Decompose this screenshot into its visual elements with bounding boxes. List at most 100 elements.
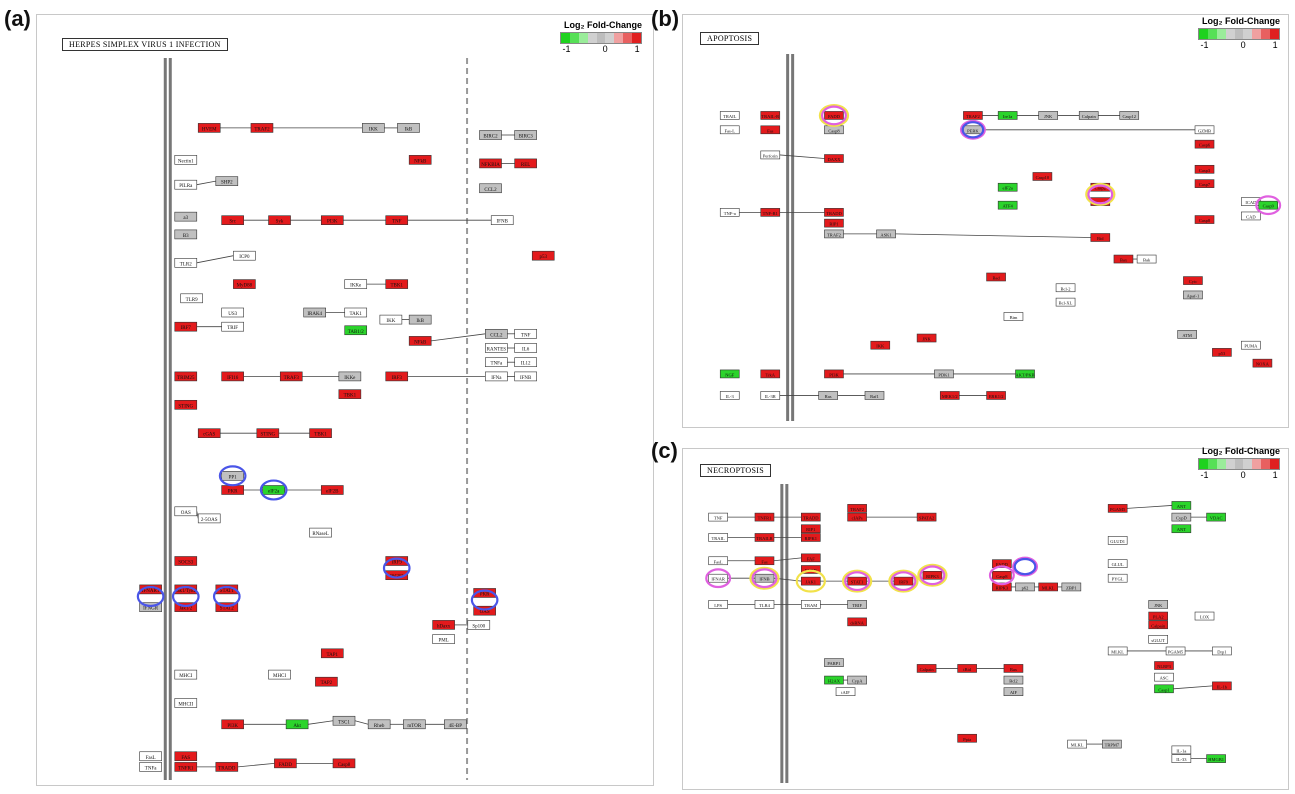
gene-node: hDaxx [432,620,455,630]
gene-label: tBid [963,667,972,672]
highlight-circle [820,105,847,126]
gene-box [332,715,356,726]
gene-label: TRADD [218,766,236,771]
gene-label: PILRa [179,184,193,189]
gene-box [1165,646,1186,656]
gene-node: Bim [1003,312,1024,321]
highlight-circle [218,465,247,487]
gene-node: ATM [1177,330,1197,339]
gene-label: IKKe [344,376,356,381]
gene-box [1194,164,1215,174]
gene-node: Casp3 [1194,164,1215,174]
gene-node: OAS [174,506,198,517]
gene-box [1206,754,1226,763]
gene-label: IFNB [497,220,509,225]
gene-label: MEK1/2 [942,394,958,399]
gene-node: p53 [531,250,555,261]
gene-label: JNK [1044,114,1053,119]
gene-node: REL [514,158,537,169]
gene-box [1206,512,1226,522]
gene-node: Fas [754,556,775,566]
gene-node: IFNB [490,215,514,225]
gene-box [801,533,821,542]
gene-box [1171,501,1192,510]
gene-node: Ras [818,391,838,400]
gene-label: TRAM [804,603,817,608]
gene-node: Casp8 [1194,215,1215,224]
legend-tick: 1 [634,44,640,54]
gene-node: IL-3R [760,391,781,400]
gene-node: STING [174,399,198,410]
highlight-circle [1012,556,1039,577]
gene-node: AKT/PKB [1015,369,1035,379]
gene-label: ANT [1177,504,1186,509]
gene-label: RIP1 [829,222,838,227]
gene-label: PI3K [227,724,238,729]
gene-box [338,371,362,382]
gene-box [1154,661,1174,670]
gene-box [432,634,455,644]
gene-label: IFNAR1 [142,589,160,594]
gene-label: sGLUT [1151,638,1165,643]
gene-label: Perforin [763,153,778,158]
gene-node: Sp100 [467,620,491,630]
panel-b-legend: Log₂ Fold-Change -1 0 1 [1198,16,1280,51]
gene-node: IKK [361,123,385,133]
gene-box [485,371,508,382]
gene-box [385,215,409,225]
gene-label: Fas [767,128,774,133]
edge-arrow [773,557,802,562]
gene-label: Nectin1 [178,159,194,164]
gene-box [916,664,937,673]
gene-label: Src [229,220,236,225]
gene-box [303,307,327,318]
gene-label: hDaxx [437,624,451,629]
gene-box [344,325,368,336]
gene-label: TNF [521,333,531,338]
gene-node: ASC [1154,672,1174,682]
gene-label: TAP1 [327,653,339,658]
gene-box [408,314,432,325]
gene-box [847,504,867,513]
gene-label: US3 [228,312,237,317]
gene-box [221,321,244,332]
gene-node: Ppia [957,733,977,743]
gene-node: IkB [397,123,420,133]
gene-node: IL-3 [719,391,740,400]
gene-node: Cytc [1183,276,1203,285]
gene-box [708,556,728,566]
gene-box [760,111,781,120]
gene-box [367,719,391,730]
gene-node: TNF [708,512,728,522]
gene-box [174,602,198,612]
gene-box [1119,111,1140,120]
gene-node: IKK [379,314,403,325]
gene-box [824,208,844,217]
gene-label: MHCI [273,674,286,679]
gene-node: PGAM5 [1107,504,1128,513]
gene-node: PGAM5 [1165,646,1186,656]
gene-label: IRAK4 [307,312,322,317]
gene-box [1107,504,1128,513]
gene-label: tAIF [841,690,850,695]
gene-label: RNaseL [312,532,328,537]
gene-box [268,215,291,225]
gene-label: JAK1 [806,580,817,585]
gene-node: MEK1/2 [939,391,960,400]
gene-box [1212,681,1232,691]
gene-label: TRAF2 [966,114,980,119]
gene-node: BIRC3 [514,130,537,140]
gene-label: STING [178,404,193,409]
gene-label: IL6 [522,348,530,353]
gene-label: IRF9 [899,580,909,585]
gene-label: p53 [1219,351,1227,356]
gene-label: RANTES [487,348,507,353]
gene-node: IKKe [344,279,368,289]
gene-box [1003,675,1024,685]
gene-node: BIRC2 [479,130,502,140]
gene-box [986,272,1006,282]
gene-box [922,571,943,580]
highlight-circle [917,563,948,587]
gene-label: PGAM5 [1110,507,1126,512]
gene-box [174,698,198,708]
